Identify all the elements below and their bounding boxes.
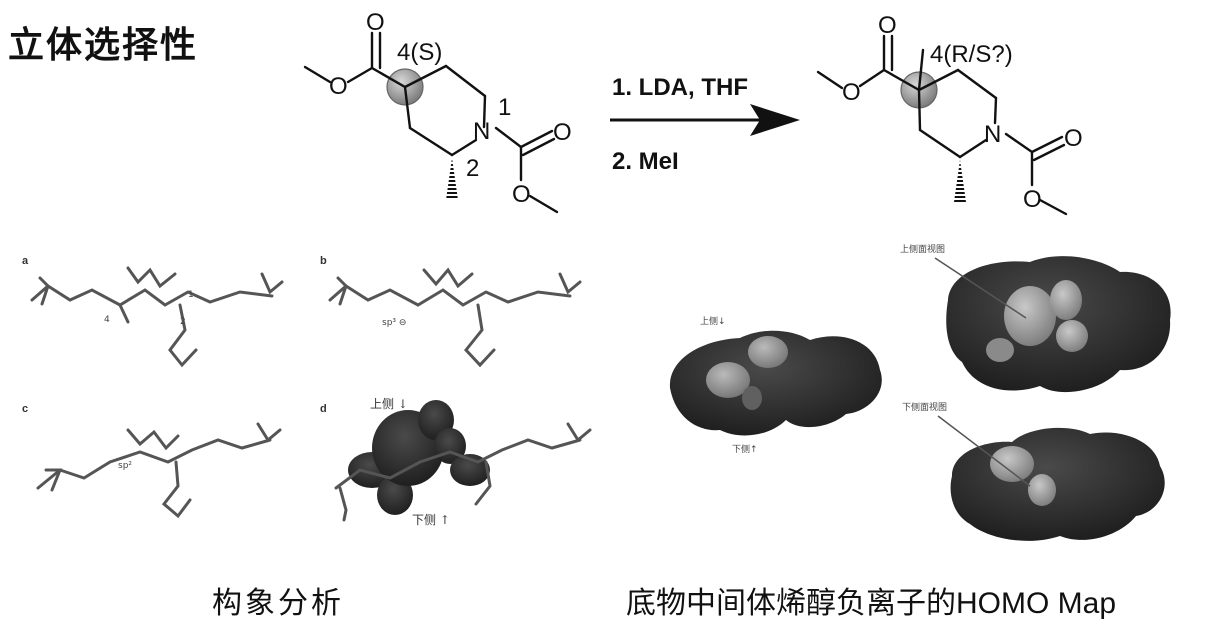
panel-label-a: a (22, 255, 29, 267)
skeleton-b (328, 267, 582, 368)
homo-map-bottom-right: 下侧面视图 (902, 401, 1165, 541)
reactant-o-methoxy: O (512, 181, 531, 208)
panel-label-b: b (320, 255, 327, 267)
product-structure (816, 34, 1068, 216)
reactant-locant-1: 1 (498, 94, 511, 121)
homo-lobe-left-3 (742, 386, 762, 410)
homo-lobe-left-1 (706, 362, 750, 398)
orbital-lobes-d (348, 400, 490, 515)
conformation-panels: a 1 2 4 b sp³ ⊖ c (22, 255, 592, 527)
panel-d-bottom-side: 下侧 ↑ (412, 513, 450, 527)
homo-bottom-leader (937, 415, 1031, 487)
reactant-locant-2: 2 (466, 155, 479, 182)
panel-label-d: d (320, 403, 327, 415)
panel-d-top-side: 上侧 ↓ (370, 397, 408, 411)
homo-bottom-marker: 下侧↑ (732, 443, 758, 455)
panel-b-sp3-anion: sp³ ⊖ (382, 318, 406, 328)
reactant-o-ester: O (329, 73, 348, 100)
panel-label-c: c (22, 403, 28, 415)
homo-top-marker: 上侧↓ (700, 315, 726, 327)
homo-lobe-tr-3 (1056, 320, 1088, 352)
reactant-stereo-label: 4(S) (397, 39, 442, 66)
homo-surface-bottom-right (950, 427, 1165, 541)
homo-map-top-right: 上侧面视图 (900, 243, 1171, 393)
homo-lobe-br-1 (990, 446, 1034, 482)
product-o-top: O (878, 12, 897, 39)
homo-bottom-view-label: 下侧面视图 (902, 401, 947, 413)
panel-a-locant-4: 4 (104, 315, 110, 325)
hashed-wedge-product (954, 160, 966, 202)
hashed-wedge-reactant (446, 158, 458, 200)
caption-homo-suffix: HOMO Map (956, 587, 1117, 620)
page-title: 立体选择性 (8, 24, 199, 66)
reactant-o-carbonyl: O (553, 119, 572, 146)
reactant-n-label: N (473, 118, 490, 145)
panel-a-locant-1: 1 (188, 290, 194, 300)
product-o-methoxy: O (1023, 186, 1042, 213)
reaction-arrow-head (750, 104, 800, 136)
homo-lobe-left-2 (748, 336, 788, 368)
homo-surface-top-right (946, 256, 1171, 393)
homo-top-view-label: 上侧面视图 (900, 243, 945, 255)
reactant-structure (303, 31, 559, 214)
caption-homo-prefix: 底物中间体烯醇负离子的 (626, 586, 956, 621)
homo-top-leader (934, 257, 1027, 319)
homo-lobe-br-2 (1028, 474, 1056, 506)
homo-lobe-tr-2 (1050, 280, 1082, 320)
panel-c-sp2: sp² (118, 461, 132, 471)
reactant-o-top: O (366, 9, 385, 36)
product-o-ester: O (842, 79, 861, 106)
caption-homo-map: 底物中间体烯醇负离子的HOMO Map (626, 578, 1116, 622)
caption-conformation-analysis: 构象分析 (212, 586, 344, 621)
homo-map-left: 上侧↓ 下侧↑ (669, 315, 882, 455)
skeleton-a (30, 266, 284, 368)
product-o-carbonyl: O (1064, 125, 1083, 152)
homo-lobe-tr-1 (1004, 286, 1056, 346)
skeleton-d (334, 422, 592, 522)
product-stereo-label: 4(R/S?) (930, 41, 1013, 68)
condition-step-1: 1. LDA, THF (612, 74, 748, 101)
homo-lobe-tr-4 (986, 338, 1014, 362)
product-n-label: N (984, 121, 1001, 148)
condition-step-2: 2. MeI (612, 148, 679, 175)
skeleton-c (36, 422, 282, 519)
homo-surface-left (669, 330, 882, 436)
panel-a-locant-2: 2 (180, 317, 186, 327)
